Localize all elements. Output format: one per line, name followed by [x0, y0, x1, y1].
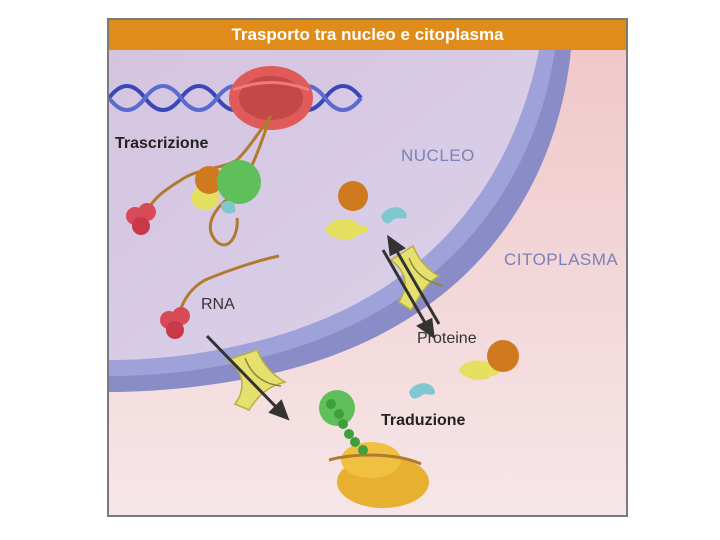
diagram-canvas: [109, 20, 626, 515]
rna-cap-lower: [160, 307, 190, 339]
transport-arrows-upper: [381, 234, 441, 340]
export-arrow-lower: [205, 334, 290, 421]
nascent-protein: [319, 390, 368, 455]
diagram-title: Trasporto tra nucleo e citoplasma: [109, 20, 626, 50]
rna-cap-upper: [126, 203, 156, 235]
protein-complex-nucleus: [191, 160, 261, 214]
diagram-figure: Trasporto tra nucleo e citoplasma Trascr…: [107, 18, 628, 517]
label-citoplasma: CITOPLASMA: [504, 250, 619, 269]
label-traduzione: Traduzione: [381, 412, 466, 429]
rna-polymerase: [229, 66, 313, 130]
label-proteine: Proteine: [417, 330, 477, 347]
ribosome: [328, 442, 429, 508]
proteins-nucleus: [325, 181, 407, 240]
nucleus-region: [109, 50, 539, 376]
label-rna: RNA: [201, 296, 235, 313]
proteins-cytoplasm: [409, 340, 519, 399]
label-trascrizione: Trascrizione: [115, 135, 209, 152]
nuclear-pore-lower: [225, 349, 287, 411]
label-nucleo: NUCLEO: [401, 146, 475, 165]
